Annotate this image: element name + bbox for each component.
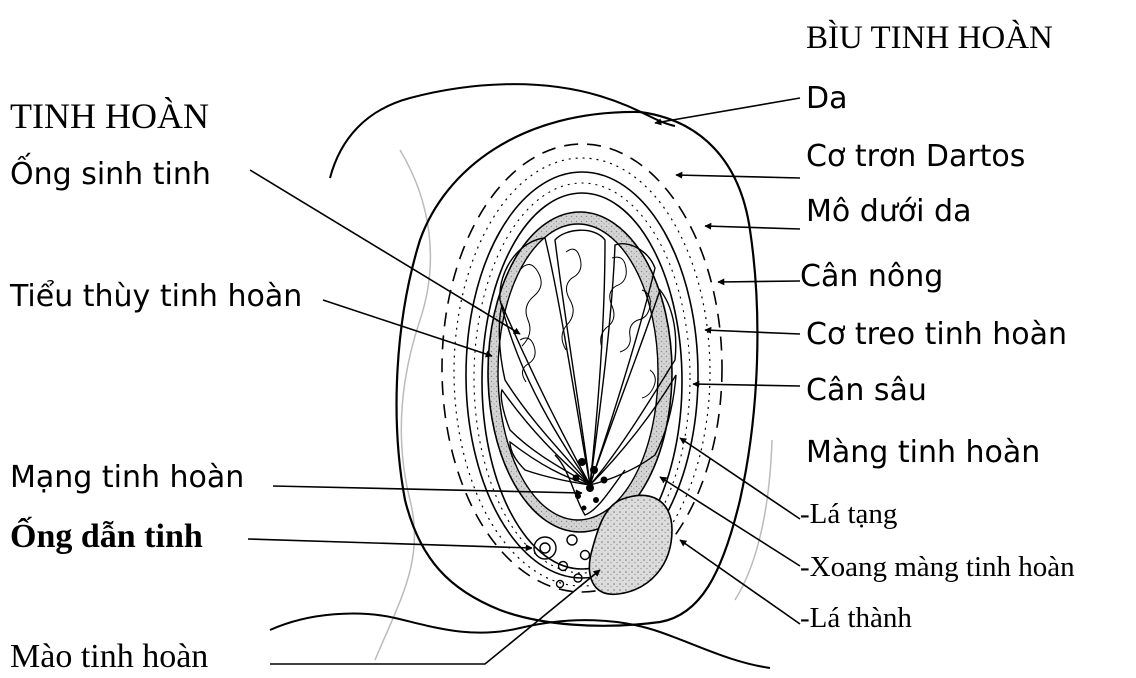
upper-thigh-contour — [330, 84, 675, 178]
label-superficial-fascia: Cân nông — [800, 262, 943, 292]
label-testis-lobule: Tiểu thùy tinh hoàn — [10, 282, 302, 312]
scrotum-heading: BÌU TINH HOÀN — [806, 22, 1053, 55]
tunica-heading: Màng tinh hoàn — [806, 438, 1040, 468]
label-deep-fascia: Cân sâu — [806, 376, 927, 406]
left-thigh-contour — [375, 150, 430, 660]
label-parietal-layer: -Lá thành — [800, 604, 912, 633]
lower-thigh-contour — [270, 614, 770, 668]
label-seminiferous-tubule: Ống sinh tinh — [10, 160, 211, 190]
label-cremaster: Cơ treo tinh hoàn — [806, 320, 1067, 350]
label-rete-testis: Mạng tinh hoàn — [10, 463, 244, 493]
label-skin: Da — [806, 84, 847, 114]
leader-line-epididymis — [270, 570, 600, 664]
label-vas-deferens: Ống dẫn tinh — [10, 520, 203, 554]
label-dartos: Cơ trơn Dartos — [806, 142, 1025, 172]
testis-body — [488, 212, 676, 594]
right-thigh-contour — [735, 440, 772, 600]
label-tunica-cavity: -Xoang màng tinh hoàn — [800, 553, 1075, 582]
label-visceral-layer: -Lá tạng — [800, 500, 897, 529]
testis-heading: TINH HOÀN — [10, 98, 209, 134]
label-epididymis: Mào tinh hoàn — [10, 640, 208, 674]
spermatic-vessels — [534, 535, 590, 588]
label-subcutaneous: Mô dưới da — [806, 197, 971, 227]
